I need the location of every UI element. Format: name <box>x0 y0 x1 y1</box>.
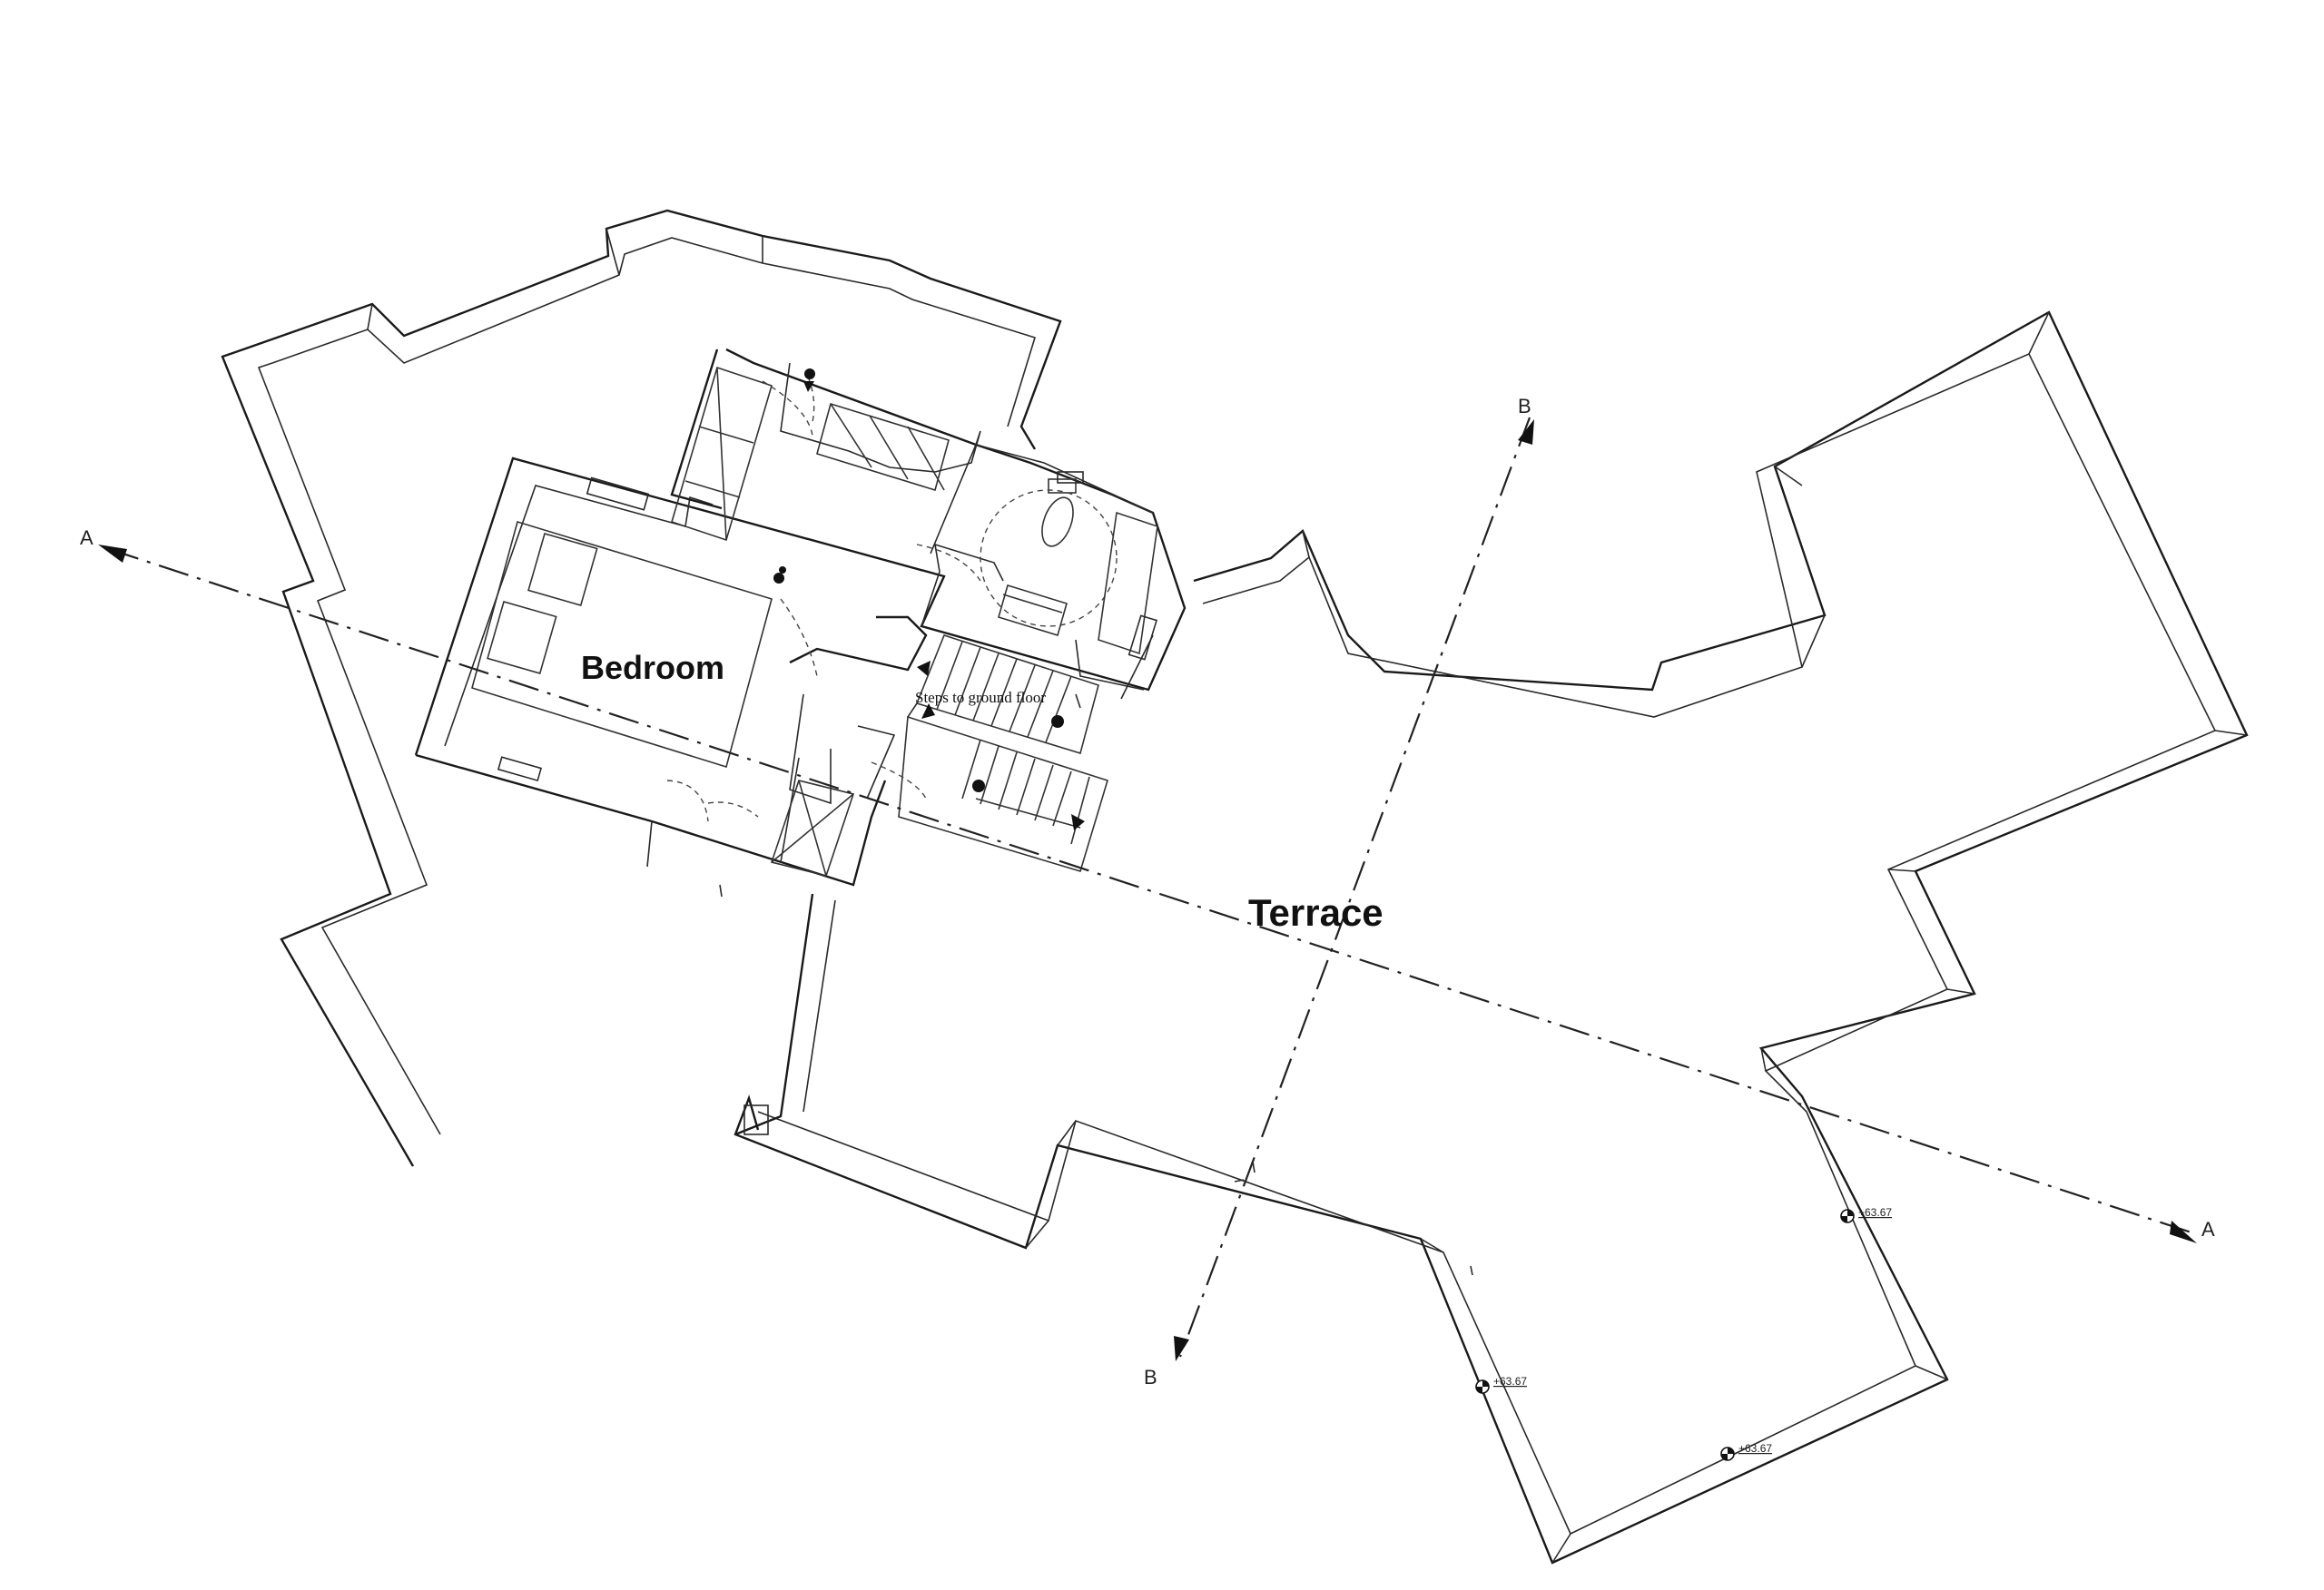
bathroom-fixtures <box>980 471 1158 661</box>
terrace-label: Terrace <box>1248 891 1384 934</box>
section-b-top-label: B <box>1518 395 1531 417</box>
section-a-left-label: A <box>80 526 94 549</box>
bed <box>471 476 773 782</box>
section-b-bottom-arrow <box>1174 1336 1189 1361</box>
wardrobes <box>671 366 950 877</box>
bedroom-label: Bedroom <box>581 649 724 686</box>
level-marker-2 <box>1475 1379 1490 1394</box>
level-label-2: +63.67 <box>1493 1375 1527 1388</box>
level-label-1: +63.67 <box>1858 1206 1892 1219</box>
section-a-right-label: A <box>2201 1218 2215 1241</box>
door-swings <box>666 368 981 822</box>
building-walls <box>414 348 1187 887</box>
section-a-right-arrow <box>2170 1221 2197 1243</box>
level-marker-1 <box>1840 1209 1855 1223</box>
staircase <box>898 634 1108 872</box>
section-b-top-arrow <box>1518 419 1534 445</box>
section-b-bottom-label: B <box>1144 1366 1157 1389</box>
stairs-label: Steps to ground floor <box>915 689 1046 706</box>
parapet-walls <box>221 209 2249 1565</box>
level-marker-3 <box>1720 1447 1735 1461</box>
level-label-3: +63.67 <box>1738 1442 1772 1455</box>
section-line-b <box>1174 417 1534 1361</box>
section-a-left-arrow <box>98 545 127 563</box>
level-markers <box>1475 1209 1855 1461</box>
misc-ticks <box>719 693 1473 1276</box>
section-line-a <box>98 545 2198 1243</box>
